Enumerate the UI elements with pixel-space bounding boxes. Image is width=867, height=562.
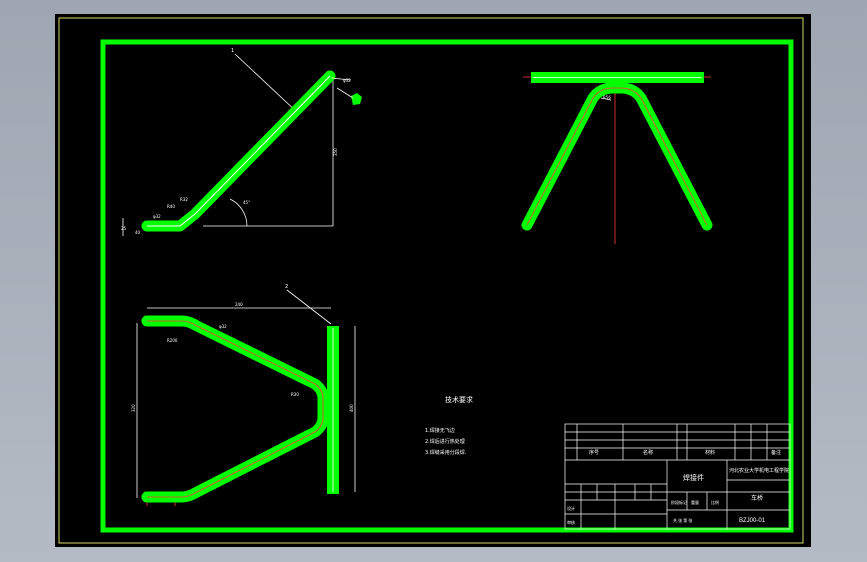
col-material: 材料 [705,449,715,456]
review-label: 审核 [567,519,575,525]
svg-text:45°: 45° [243,200,250,205]
col-name: 名称 [643,449,653,456]
svg-text:R200: R200 [167,338,178,343]
svg-text:400: 400 [349,404,354,412]
tube-front-centerline [526,87,708,226]
org-line1: 河北农业大学 [729,467,759,474]
svg-text:320: 320 [131,404,136,412]
svg-text:R30: R30 [291,392,299,397]
svg-text:240: 240 [235,302,243,307]
svg-text:350: 350 [333,148,338,156]
title-block-text: 序号 名称 材料 备注 焊接件 河北农业大学 机电工程学院 车桥 BZJ00-0… [567,449,789,525]
leader-line-part1 [234,53,300,115]
tech-requirements: 技术要求 1.焊接无飞边 2.焊后进行热处理 3.焊缝采用分段焊. [425,395,473,456]
part-name: 焊接件 [683,473,704,482]
org-line2: 机电工程学院 [759,467,789,474]
end-plug [351,93,362,105]
stage-label: 阶段标记 [671,499,687,505]
tech-requirements-title: 技术要求 [445,395,473,404]
title-block[interactable] [564,423,791,530]
product-name: 车桥 [751,494,763,502]
title-block-border [564,423,791,530]
col-seq: 序号 [589,449,599,456]
svg-text:R56: R56 [603,95,611,100]
design-label: 设计 [567,505,575,511]
sheet-outer-border [58,17,804,544]
drawing-frame [100,39,794,533]
tube-front[interactable] [521,82,713,231]
angle-arc [229,198,248,227]
col-remark: 备注 [771,449,781,456]
cad-drawing-svg[interactable]: φ32 350 R32 R40 φ32 25 40 45° 1 R56 2 24… [55,14,811,547]
svg-text:R32: R32 [180,197,188,202]
svg-text:φ32: φ32 [153,214,161,219]
front-view[interactable]: R56 [521,72,713,244]
svg-text:25: 25 [121,226,127,231]
tube-top-centerline [147,320,324,498]
weight-label: 重量 [691,499,699,505]
tube-side-centerline [147,75,331,227]
cad-viewport[interactable]: φ32 350 R32 R40 φ32 25 40 45° 1 R56 2 24… [55,14,811,547]
tech-requirement-1: 1.焊接无飞边 [425,427,455,434]
svg-text:φ32: φ32 [219,324,227,329]
part-label-2: 2 [285,284,288,290]
svg-text:40: 40 [135,230,141,235]
svg-text:φ32: φ32 [343,78,351,83]
side-view[interactable]: φ32 350 R32 R40 φ32 25 40 45° 1 [121,48,362,236]
leader-line-part2 [286,289,332,325]
svg-text:R40: R40 [167,204,175,209]
part-label-1: 1 [231,48,234,54]
tube-top[interactable] [141,315,329,503]
tech-requirement-3: 3.焊缝采用分段焊. [425,449,467,456]
scale-label: 比例 [711,499,719,505]
tech-requirement-2: 2.焊后进行热处理 [425,438,465,445]
top-view[interactable]: 2 240 320 400 R200 R30 φ32 [131,284,356,506]
sheet-label: 共 张 第 张 [673,517,692,523]
drawing-number: BZJ00-01 [739,518,766,524]
